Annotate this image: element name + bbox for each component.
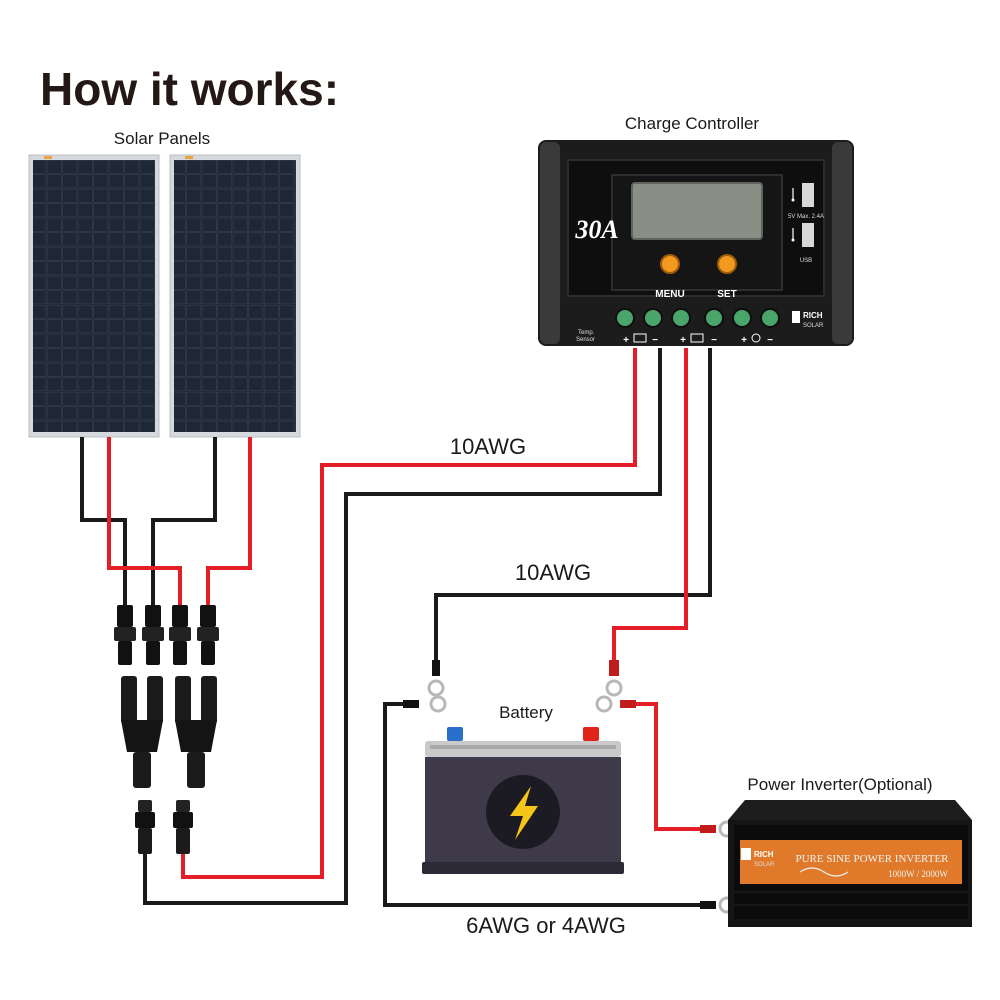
pv-negative-wire [143, 348, 662, 905]
power-inverter: RICH SOLAR PURE SINE POWER INVERTER 1000… [728, 800, 972, 927]
mc4-connectors [114, 605, 219, 665]
inverter-type: PURE SINE POWER INVERTER [795, 853, 949, 865]
inverter-rating: 1000W / 2000W [888, 869, 948, 879]
svg-text:−: − [711, 335, 717, 346]
svg-text:−: − [767, 335, 773, 346]
extension-connectors [135, 800, 193, 854]
lightning-bolt-icon [510, 786, 538, 840]
charge-controller-label: Charge Controller [625, 114, 760, 133]
svg-text:+: + [741, 335, 747, 346]
battery-negative-wire [434, 348, 712, 665]
panel-leads [80, 437, 252, 605]
inverter-negative-wire [383, 702, 705, 907]
battery-positive-terminal [583, 727, 599, 741]
usb-port-2 [802, 223, 814, 247]
awg-label-battery: 10AWG [515, 560, 591, 585]
y-branch-connector-positive [175, 676, 217, 788]
awg-label-panel: 10AWG [450, 434, 526, 459]
inverter-positive-wire [636, 702, 705, 831]
charge-controller: 30A MENU SET 5V Max. 2.4A USB Temp. Sens… [538, 140, 854, 346]
set-button-label: SET [717, 289, 736, 300]
solar-panels-label: Solar Panels [114, 129, 210, 148]
inverter-label-band [740, 840, 962, 884]
usb-spec-label: 5V Max. 2.4A [788, 214, 824, 220]
solar-panel-right [169, 154, 301, 438]
controller-terminals [615, 308, 780, 328]
battery-label: Battery [499, 703, 553, 722]
svg-text:+: + [680, 335, 686, 346]
inverter-brand-line1: RICH [754, 850, 774, 859]
solar-panel-icon [633, 333, 647, 343]
menu-button [660, 254, 680, 274]
battery-positive-wire [612, 348, 688, 665]
inverter-brand-line2: SOLAR [754, 862, 775, 868]
temp-sensor-label-line2: Sensor [576, 337, 595, 343]
page-title: How it works: [40, 63, 339, 115]
controller-brand-line2: SOLAR [803, 323, 824, 329]
controller-brand-line1: RICH [803, 311, 823, 320]
battery-negative-terminal [447, 727, 463, 741]
inverter-label: Power Inverter(Optional) [747, 775, 932, 794]
y-branch-connector-negative [121, 676, 163, 788]
awg-label-inverter: 6AWG or 4AWG [466, 913, 626, 938]
menu-button-label: MENU [655, 289, 684, 300]
temp-sensor-label-line1: Temp. [578, 330, 595, 336]
usb-port-1 [802, 183, 814, 207]
usb-icon [791, 188, 795, 242]
solar-panel-left [28, 154, 160, 438]
terminal-symbols: + − + − + − [623, 333, 773, 346]
pv-positive-wire [181, 348, 637, 879]
usb-label: USB [800, 258, 812, 264]
ring-terminals [403, 660, 736, 914]
controller-lcd [631, 182, 763, 240]
svg-text:−: − [652, 335, 658, 346]
svg-text:+: + [623, 335, 629, 346]
battery [422, 727, 624, 874]
controller-rating: 30A [574, 215, 618, 244]
battery-icon [690, 333, 704, 343]
bulb-icon [751, 333, 761, 343]
set-button [717, 254, 737, 274]
